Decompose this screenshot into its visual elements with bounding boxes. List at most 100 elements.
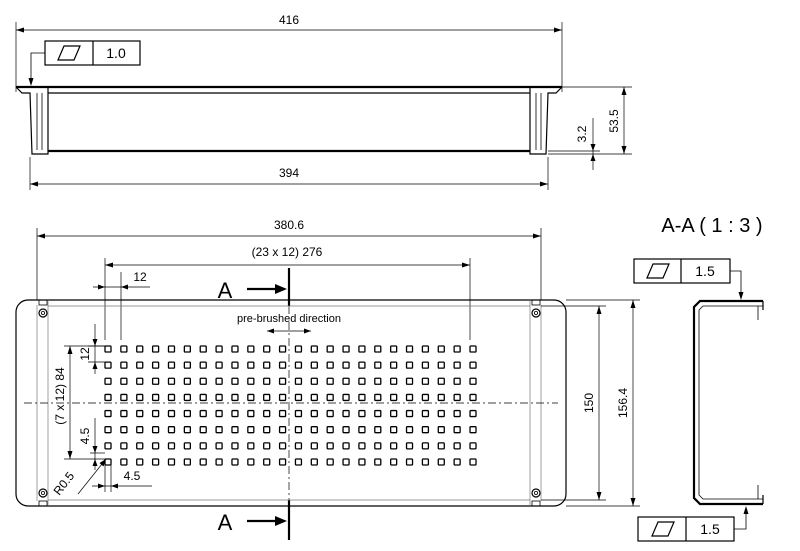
top-view: 416 1.0 394 53.5 xyxy=(15,13,632,190)
perforation-hole xyxy=(136,345,144,353)
perforation-hole xyxy=(453,458,461,466)
perforation-hole xyxy=(310,345,318,353)
perforation-hole xyxy=(374,361,382,369)
perforation-hole xyxy=(374,409,382,418)
perforation-hole xyxy=(469,458,477,466)
section-inner-outline xyxy=(698,305,763,500)
perforation-hole xyxy=(167,442,176,450)
flatness-value-top-view: 1.0 xyxy=(106,45,126,61)
perforation-hole xyxy=(310,377,318,385)
perforation-hole xyxy=(231,345,239,353)
perforation-hole xyxy=(326,377,334,385)
dimension-arrows-thickness xyxy=(590,144,596,161)
perforation-hole xyxy=(231,409,239,418)
flatness-leader xyxy=(730,270,742,296)
perforation-hole xyxy=(358,393,366,402)
perforation-hole xyxy=(183,361,192,369)
perforation-hole xyxy=(405,377,414,385)
perforation-hole xyxy=(215,409,223,418)
dimension-label-53: 53.5 xyxy=(607,109,621,133)
perforation-hole xyxy=(278,393,287,402)
right-flange xyxy=(529,86,563,155)
perforation-hole xyxy=(390,345,398,353)
perforation-hole xyxy=(358,409,366,418)
flatness-frame-section-top: 1.5 xyxy=(633,258,744,300)
perforation-hole xyxy=(104,426,112,434)
perforation-hole xyxy=(167,426,176,434)
perforation-hole xyxy=(310,393,318,402)
perforation-hole xyxy=(120,345,128,353)
perforation-hole xyxy=(215,361,223,369)
perforation-hole xyxy=(390,426,398,434)
perforation-hole xyxy=(278,442,287,450)
dimension-arrows-h45 xyxy=(98,483,118,489)
flange-notch xyxy=(38,299,48,306)
perforation-hole xyxy=(326,442,334,450)
perforation-hole xyxy=(294,426,303,434)
flatness-frame-box xyxy=(633,258,731,284)
dimension-label-394: 394 xyxy=(279,166,299,180)
section-outline xyxy=(692,299,763,506)
plate-outline xyxy=(15,299,567,507)
section-profile xyxy=(692,299,764,506)
dimension-label-276: (23 x 12) 276 xyxy=(252,245,323,259)
perforation-hole xyxy=(437,442,445,450)
perforation-hole xyxy=(374,442,382,450)
perforation-hole xyxy=(231,458,239,466)
perforation-hole xyxy=(453,426,461,434)
perforation-hole xyxy=(120,393,128,402)
perforation-hole xyxy=(326,426,334,434)
perforation-hole xyxy=(294,361,303,369)
perforation-hole xyxy=(263,393,271,402)
perforation-hole xyxy=(310,361,318,369)
perforation-hole xyxy=(326,458,334,466)
perforation-hole xyxy=(390,458,398,466)
perforation-hole xyxy=(120,458,128,466)
flatness-frame-top-view: 1.0 xyxy=(28,40,141,86)
mounting-hole-inner xyxy=(534,490,539,495)
perforation-hole xyxy=(421,442,430,450)
perforation-hole xyxy=(469,377,477,385)
perforation-hole xyxy=(215,377,223,385)
perforation-hole xyxy=(294,409,303,418)
perforation-hole xyxy=(421,426,430,434)
perforation-hole xyxy=(199,393,207,402)
front-view: 380.6 (23 x 12) 276 12 A A xyxy=(15,218,640,540)
section-arrow-top-head xyxy=(275,284,287,294)
perforation-hole xyxy=(199,345,207,353)
perforation-hole xyxy=(151,409,160,418)
perforation-hole xyxy=(104,361,112,369)
perforation-hole xyxy=(405,426,414,434)
perforation-hole xyxy=(104,393,112,402)
perforation-hole xyxy=(247,377,255,385)
perforation-hole xyxy=(294,442,303,450)
perforation-hole xyxy=(183,377,192,385)
perforation-hole xyxy=(437,345,445,353)
perforation-hole xyxy=(405,442,414,450)
perforation-hole xyxy=(421,409,430,418)
perforation-hole xyxy=(342,393,350,402)
perforation-hole xyxy=(263,361,271,369)
perforation-hole xyxy=(358,458,366,466)
perforation-hole xyxy=(183,426,192,434)
perforation-hole xyxy=(231,377,239,385)
perforation-hole xyxy=(326,345,334,353)
flatness-icon xyxy=(646,263,670,279)
flatness-icon xyxy=(57,45,81,61)
perforation-hole xyxy=(151,361,160,369)
perforation-hole xyxy=(215,426,223,434)
flatness-leader-arrow-top xyxy=(28,78,34,86)
perforation-hole xyxy=(151,458,160,466)
perforation-hole xyxy=(231,442,239,450)
flatness-value-section-bottom: 1.5 xyxy=(700,521,720,537)
perforation-hole xyxy=(136,361,144,369)
brush-direction-note: pre-brushed direction xyxy=(237,313,341,325)
section-label-top: A xyxy=(218,278,233,303)
flange-notch xyxy=(38,500,48,507)
perforation-hole xyxy=(405,393,414,402)
flatness-frame-section-bottom: 1.5 xyxy=(637,506,749,542)
perforation-hole xyxy=(390,442,398,450)
perforation-hole xyxy=(374,377,382,385)
perforation-hole xyxy=(151,426,160,434)
